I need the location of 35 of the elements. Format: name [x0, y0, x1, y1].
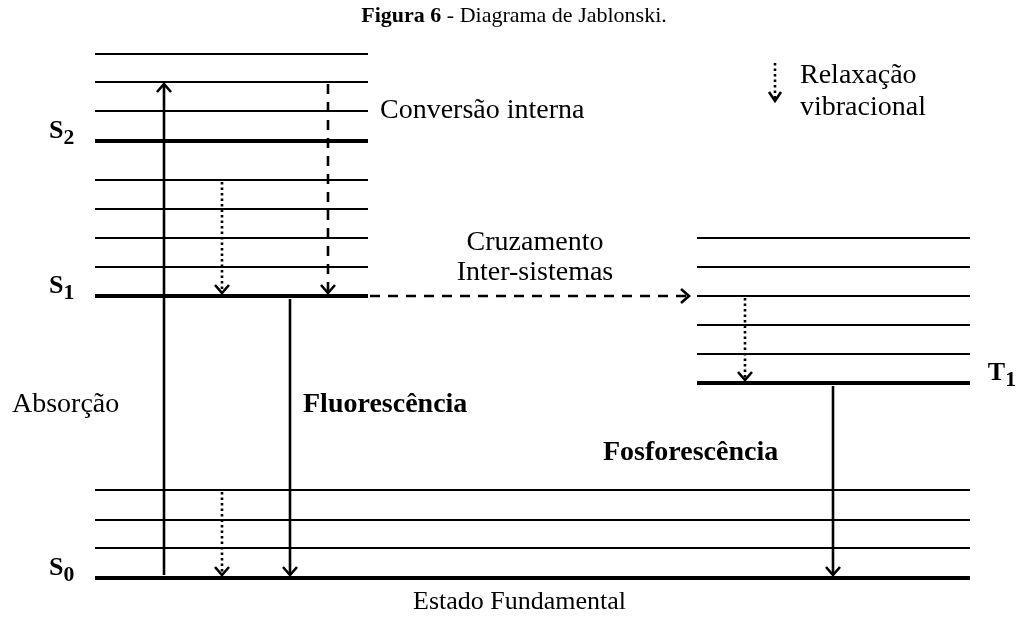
- arrow: [736, 298, 754, 382]
- transition-label: Cruzamento Inter-sistemas: [455, 226, 615, 286]
- arrow: [370, 287, 691, 305]
- state-label: S$_{0}$: [49, 554, 75, 588]
- transition-label: Absorção: [12, 388, 120, 418]
- vibrational-level-line: [697, 324, 970, 326]
- vibrational-level-line: [95, 110, 368, 112]
- vibrational-level-line: [95, 547, 970, 549]
- vibrational-level-line: [95, 53, 368, 55]
- arrow: [281, 299, 299, 577]
- transition-label: Fosforescência: [603, 436, 779, 466]
- vibrational-level-line: [95, 266, 368, 268]
- vibrational-level-line: [697, 295, 970, 297]
- state-label: S$_{1}$: [49, 272, 75, 306]
- state-caption: Estado Fundamental: [413, 586, 626, 616]
- arrow: [824, 386, 842, 577]
- vibrational-level-line: [697, 353, 970, 355]
- figure-caption: Figura 6 - Diagrama de Jablonski.: [360, 2, 668, 28]
- vibrational-level-line: [95, 237, 368, 239]
- arrow: [213, 492, 231, 577]
- arrow: [319, 84, 337, 295]
- transition-label: Conversão interna: [380, 94, 585, 124]
- arrow: [155, 82, 173, 575]
- arrow: [213, 182, 231, 295]
- vibrational-level-line: [95, 519, 970, 521]
- vibrational-level-line: [697, 266, 970, 268]
- state-label: T$_{1}$: [987, 359, 1016, 393]
- legend-text: Relaxação vibracional: [800, 58, 927, 122]
- vibrational-level-line: [697, 237, 970, 239]
- vibrational-level-line: [95, 179, 368, 181]
- state-label: S$_{2}$: [49, 117, 75, 151]
- vibrational-level-line: [95, 489, 970, 491]
- vibrational-level-line: [95, 81, 368, 83]
- vibrational-level-line: [95, 208, 368, 210]
- transition-label: Fluorescência: [303, 388, 468, 418]
